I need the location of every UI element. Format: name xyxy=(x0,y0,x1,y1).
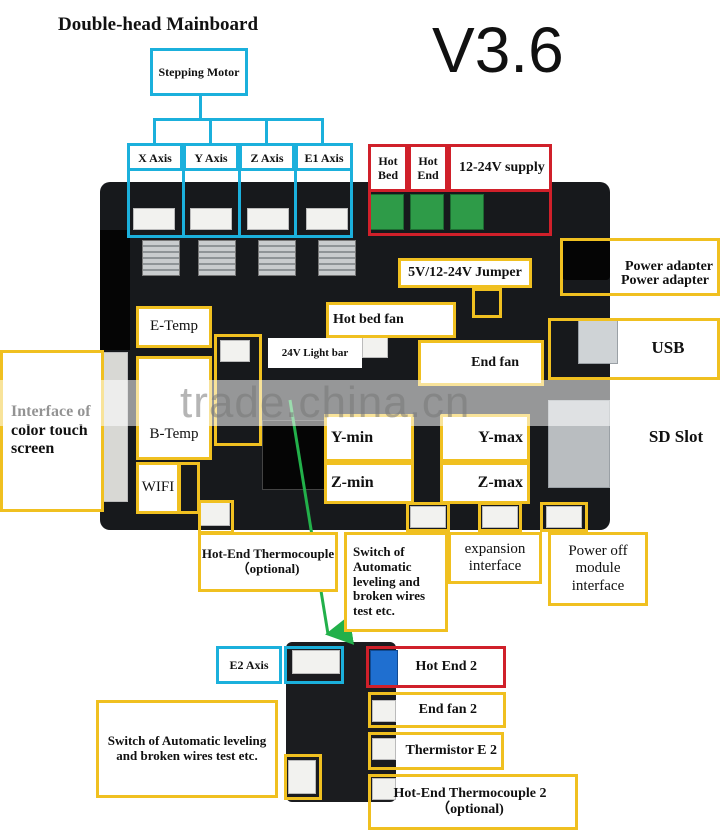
stepping-motor-label: Stepping Motor xyxy=(150,48,248,96)
stepper-drop-z xyxy=(265,118,268,144)
end-fan-2-connector xyxy=(372,700,396,722)
end-fan-2-label: End fan 2 xyxy=(368,692,506,728)
expansion-connector-box xyxy=(478,502,522,532)
hot-end-2-terminal xyxy=(370,650,398,688)
e-motor-connector xyxy=(306,208,348,230)
power-jack xyxy=(562,240,610,280)
stepper-branch-line xyxy=(153,118,321,121)
diagram-title: Double-head Mainboard xyxy=(58,14,259,35)
board-top-left-corner xyxy=(100,230,130,350)
x-driver-heatsink xyxy=(142,240,180,276)
z-motor-connector xyxy=(247,208,289,230)
wifi-connector-box xyxy=(178,462,200,514)
z-min-label: Z-min xyxy=(324,462,414,504)
end-fan-label: End fan xyxy=(418,340,544,386)
motor-frame-divider-3 xyxy=(294,168,297,238)
e-driver-heatsink xyxy=(318,240,356,276)
stepper-drop-e1 xyxy=(321,118,324,144)
power-terminal-frame xyxy=(368,190,552,236)
y-motor-connector xyxy=(190,208,232,230)
jumper-pins-box xyxy=(472,288,502,318)
y-driver-heatsink xyxy=(198,240,236,276)
expansion-label: expansion interface xyxy=(448,532,542,584)
supply-terminal xyxy=(450,194,484,230)
thermocouple-2-connector xyxy=(372,778,396,800)
leveling-switch-2-connector-box xyxy=(284,754,322,800)
e2-axis-label: E2 Axis xyxy=(216,646,282,684)
sd-slot-label: SD Slot xyxy=(638,424,714,450)
hot-bed-terminal xyxy=(370,194,404,230)
leveling-switch-2-connector xyxy=(288,760,316,794)
hot-end-terminal xyxy=(410,194,444,230)
e-temp-connector xyxy=(220,340,250,362)
light-bar-label: 24V Light bar xyxy=(268,338,362,368)
z-max-label: Z-max xyxy=(440,462,530,504)
jumper-label: 5V/12-24V Jumper xyxy=(398,258,532,288)
watermark: trade.china.cn xyxy=(180,378,471,427)
switch-leveling-label: Switch of Automatic leveling and broken … xyxy=(344,532,448,632)
e-temp-label: E-Temp xyxy=(136,306,212,348)
supply-label: 12-24V supply xyxy=(448,144,552,192)
stepper-drop-x xyxy=(153,118,156,144)
hot-end-2-label: Hot End 2 xyxy=(366,646,506,688)
thermocouple-connector-box xyxy=(198,500,234,534)
thermocouple-2-label: Hot-End Thermocouple 2 （optional) xyxy=(368,774,578,830)
x-motor-connector xyxy=(133,208,175,230)
usb-text-bg: USB xyxy=(640,334,696,362)
z-driver-heatsink xyxy=(258,240,296,276)
leveling-switch-connector xyxy=(410,506,446,528)
switch-leveling-2-label: Switch of Automatic leveling and broken … xyxy=(96,700,278,798)
version-label: V3.6 xyxy=(432,14,564,86)
wifi-label: WIFI xyxy=(136,462,180,514)
stepper-trunk-line xyxy=(199,95,202,119)
leveling-switch-connector-box xyxy=(406,502,450,532)
thermistor-e2-connector xyxy=(372,738,396,760)
power-off-connector-box xyxy=(540,502,588,532)
e2-motor-connector xyxy=(292,650,340,674)
power-off-connector xyxy=(546,506,582,528)
power-adapter-text-bg: Power adapter xyxy=(614,270,716,292)
e1-axis-label: E1 Axis xyxy=(295,143,353,170)
x-axis-label: X Axis xyxy=(127,143,183,170)
motor-frame-divider-1 xyxy=(182,168,185,238)
watermark-band xyxy=(0,380,720,426)
hot-bed-fan-label: Hot bed fan xyxy=(326,302,456,338)
hot-bed-label: Hot Bed xyxy=(368,144,408,192)
usb-port xyxy=(578,320,618,364)
hot-end-label: Hot End xyxy=(408,144,448,192)
e2-connector-box xyxy=(284,646,344,684)
thermocouple-label: Hot-End Thermocouple （optional) xyxy=(198,532,338,592)
motor-frame-divider-2 xyxy=(238,168,241,238)
y-axis-label: Y Axis xyxy=(183,143,239,170)
expansion-connector xyxy=(482,506,518,528)
interface-screen-label: Interface of color touch screen xyxy=(0,350,104,512)
z-axis-label: Z Axis xyxy=(239,143,295,170)
thermocouple-connector xyxy=(200,502,230,526)
power-off-label: Power off module interface xyxy=(548,532,648,606)
stepper-drop-y xyxy=(209,118,212,144)
thermistor-e2-label: Thermistor E 2 xyxy=(368,732,504,770)
